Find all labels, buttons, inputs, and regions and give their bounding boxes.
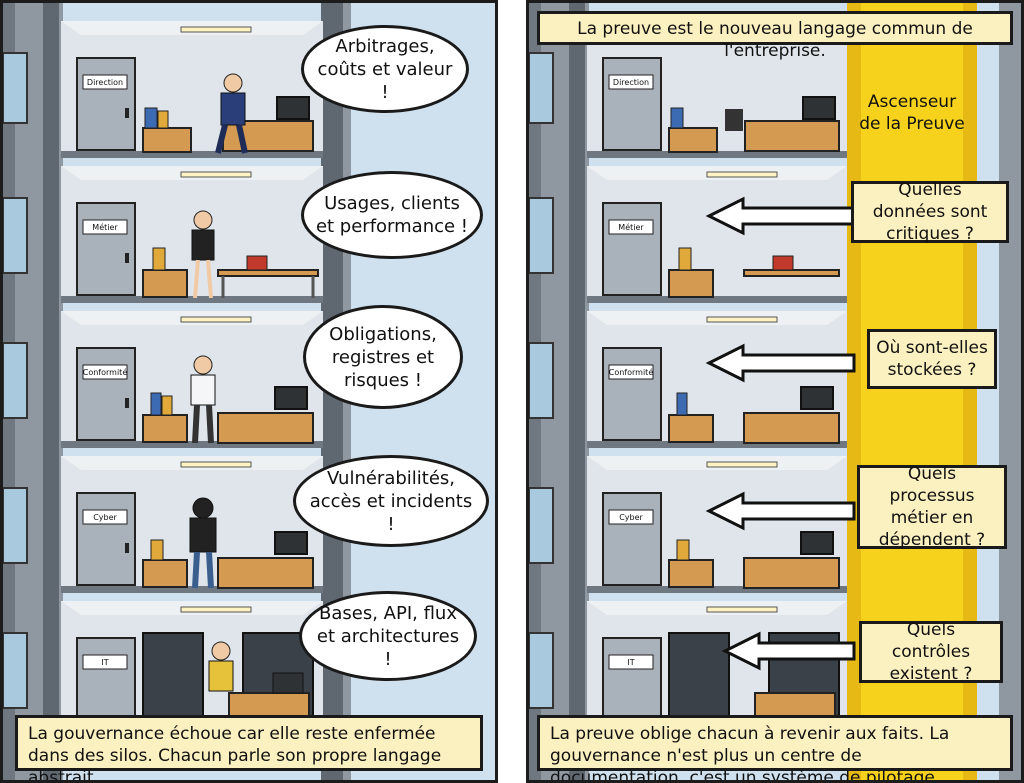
left-caption: La gouvernance échoue car elle reste enf… xyxy=(15,715,483,780)
speech-bubble-conformite: Obligations, registres et risques ! xyxy=(303,305,463,409)
right-floor-metier: Métier xyxy=(529,158,1021,303)
right-office-cyber: Cyber xyxy=(587,456,847,593)
right-door-label-direction: Direction xyxy=(613,78,649,87)
floor-conformite: Conformité xyxy=(3,303,495,448)
door-label-conformite: Conformité xyxy=(83,367,128,377)
arrow-cyber-icon xyxy=(705,491,856,531)
right-office-conformite: Conformité xyxy=(587,311,847,448)
question-box-processus: Quels processus métier en dépendent ? xyxy=(857,464,1007,550)
right-floor-conformite: Conformité xyxy=(529,303,1021,448)
right-floor-it: IT xyxy=(529,593,1021,738)
question-box-stockees: Où sont-elles stockées ? xyxy=(867,329,997,389)
floor-cyber: Cyber xyxy=(3,448,495,593)
right-panel: Direction Métier xyxy=(526,0,1024,783)
floor-metier: Métier xyxy=(3,158,495,303)
right-caption: La preuve oblige chacun à revenir aux fa… xyxy=(537,715,1013,780)
office-metier-illustration: Métier xyxy=(61,166,323,303)
floor-direction: Direction xyxy=(3,13,495,158)
office-direction-illustration: Direction xyxy=(61,21,323,158)
right-office-metier: Métier xyxy=(587,166,847,303)
right-door-label-metier: Métier xyxy=(618,222,644,232)
question-box-critiques: Quelles données sont critiques ? xyxy=(851,180,1009,244)
right-door-label-it: IT xyxy=(627,658,634,667)
arrow-metier-icon xyxy=(705,196,856,236)
speech-bubble-direction: Arbitrages, coûts et valeur ! xyxy=(301,25,469,113)
right-door-label-cyber: Cyber xyxy=(619,513,643,522)
arrow-it-icon xyxy=(721,631,856,671)
speech-bubble-it: Bases, API, flux et architectures ! xyxy=(299,591,477,681)
office-conformite-illustration: Conformité xyxy=(61,311,323,448)
right-door-label-conformite: Conformité xyxy=(609,367,654,377)
door-label-direction: Direction xyxy=(87,78,123,87)
top-banner: La preuve est le nouveau langage commun … xyxy=(537,11,1013,61)
elevator-title: Ascenseur de la Preuve xyxy=(859,92,965,134)
arrow-conformite-icon xyxy=(705,343,856,383)
left-panel: Direction Métier xyxy=(0,0,498,783)
door-label-metier: Métier xyxy=(92,222,118,232)
speech-bubble-metier: Usages, clients et performance ! xyxy=(301,171,483,259)
office-cyber-illustration: Cyber xyxy=(61,456,323,593)
arrows-layer xyxy=(705,196,856,671)
right-office-it: IT xyxy=(587,601,847,736)
speech-bubble-cyber: Vulnérabilités, accès et incidents ! xyxy=(293,455,489,547)
question-box-controles: Quels contrôles existent ? xyxy=(859,620,1003,684)
door-label-cyber: Cyber xyxy=(93,513,117,522)
right-floor-cyber: Cyber xyxy=(529,448,1021,593)
door-label-it: IT xyxy=(101,658,108,667)
